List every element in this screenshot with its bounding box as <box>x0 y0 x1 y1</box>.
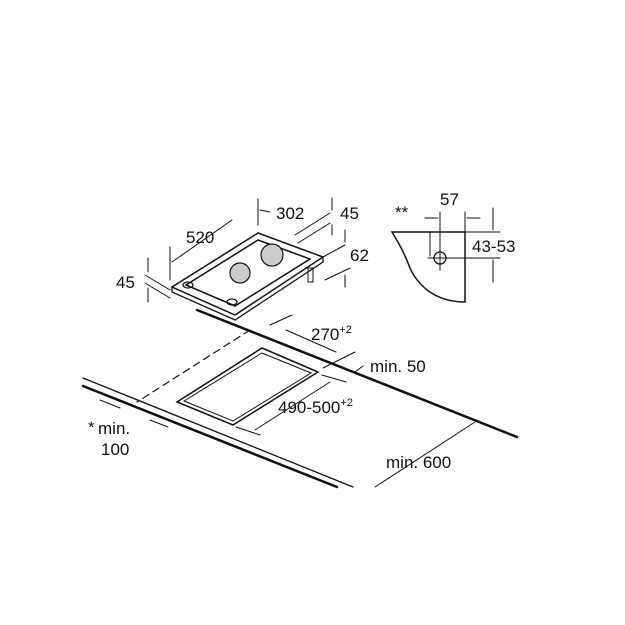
detail-offset-label: 57 <box>440 190 459 209</box>
cutout-depth-label: 490-500+2 <box>278 397 353 417</box>
dim-width-label: 302 <box>276 204 304 223</box>
worktop-front-edge <box>81 384 339 489</box>
detail-height-label: 43-53 <box>472 237 515 256</box>
min-worktop-label: min. 600 <box>386 453 451 472</box>
min-front-label-a: min. <box>98 419 130 438</box>
cutout-width-label: 270+2 <box>311 324 352 344</box>
burner-icon <box>260 243 284 267</box>
worktop-back-edge <box>195 308 519 439</box>
burner-icon <box>229 262 251 284</box>
knob-icon <box>182 281 194 289</box>
dim-depth-label: 520 <box>186 228 214 247</box>
dim-right-height-label: 62 <box>350 246 369 265</box>
dim-left-height-label: 45 <box>116 273 135 292</box>
hob-grate <box>184 239 312 307</box>
cutout-inner <box>182 352 313 422</box>
min-back-label: min. 50 <box>370 357 426 376</box>
worktop-front-edge-top <box>82 377 354 488</box>
dashed-guide <box>136 329 251 403</box>
cutout-outline <box>175 347 320 426</box>
knob-icon <box>226 298 238 306</box>
hob-top-plate <box>170 232 325 316</box>
min-front-star: * <box>88 418 95 437</box>
gas-connection-detail <box>390 231 466 303</box>
detail-marker: ** <box>395 203 409 222</box>
dim-top-height-label: 45 <box>340 204 359 223</box>
min-front-label-b: 100 <box>101 440 129 459</box>
